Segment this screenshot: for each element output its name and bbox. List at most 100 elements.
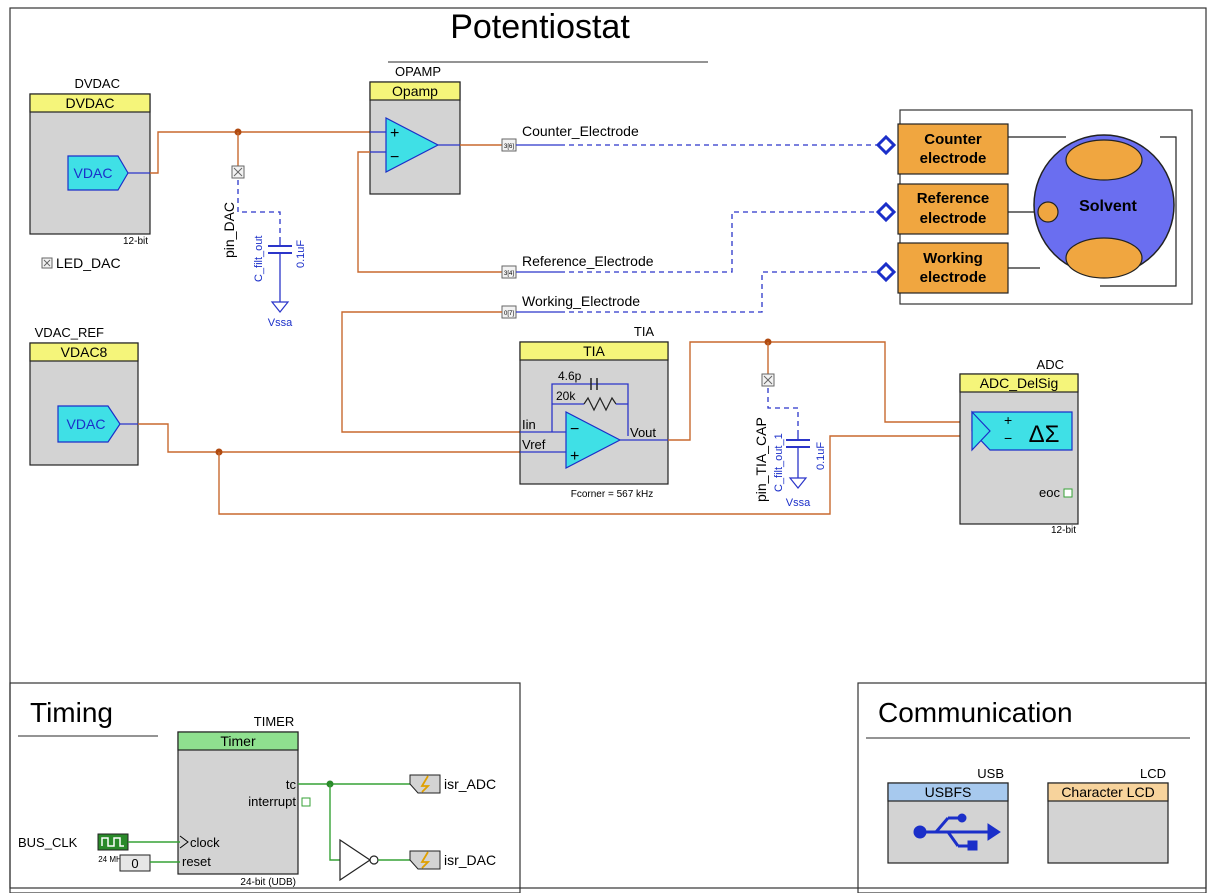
vdac-ref-symbol: [57, 405, 121, 443]
ground-icon: [270, 301, 290, 313]
counter-immersion: [1065, 139, 1143, 181]
reset-constant[interactable]: 0: [119, 854, 151, 872]
timer-header: [177, 731, 299, 751]
bus-clk-label: BUS_CLK: [18, 835, 78, 850]
tia-cap-label: 4.6p: [558, 369, 582, 383]
opamp-header-label: Opamp: [392, 83, 438, 99]
vdac-ref-instance-name: VDAC_REF: [35, 325, 104, 340]
dvdac-instance-name: DVDAC: [74, 76, 120, 91]
counter-electrode-line2: electrode: [920, 150, 987, 167]
character-lcd-component[interactable]: LCD Character LCD: [1047, 766, 1169, 864]
dvdac-to-opamp-wire: [150, 131, 370, 174]
communication-section-frame: [857, 682, 1207, 893]
usb-icon: [913, 813, 1001, 851]
dvdac-header: [29, 93, 151, 113]
opamp-component[interactable]: OPAMP Opamp + −: [369, 64, 461, 195]
tia-fcorner: Fcorner = 567 kHz: [571, 489, 654, 500]
isr-adc-component[interactable]: isr_ADC: [409, 774, 496, 794]
vref-to-adc-minus-wire: [218, 435, 960, 515]
lightning-icon: [420, 775, 431, 793]
tia-component[interactable]: TIA TIA 4.6p 20k − + Iin Vref Vout Fcorn…: [519, 324, 669, 500]
schematic-frame: [9, 7, 1207, 889]
adc-delta-sigma-label: ΔΣ: [1029, 421, 1060, 448]
dvdac-vdac-label: VDAC: [74, 165, 113, 181]
timer-interrupt-terminal: [301, 797, 311, 807]
dvdac-vdac-symbol: [67, 155, 129, 191]
isr-dac-component[interactable]: isr_DAC: [409, 850, 496, 870]
tia-header: [519, 341, 669, 361]
working-electrode-pin[interactable]: 0[7]: [501, 305, 517, 319]
counter-terminal-icon[interactable]: [875, 134, 897, 156]
c-filt-out-1-capacitor: C_filt_out_1 0.1uF Vssa: [773, 432, 827, 509]
vdac-ref-component[interactable]: VDAC_REF VDAC8 VDAC: [29, 325, 139, 466]
working-electrode-net-label: Working_Electrode: [522, 293, 640, 309]
isr-dac-label: isr_DAC: [444, 852, 496, 868]
reference-terminal-icon[interactable]: [875, 201, 897, 223]
working-terminal-icon[interactable]: [875, 261, 897, 283]
reset-constant-value: 0: [131, 856, 138, 871]
pin-dac[interactable]: pin_DAC: [221, 165, 245, 258]
working-electrode-box: [897, 242, 1009, 294]
lcd-header: [1047, 782, 1169, 802]
tia-iin-label: Iin: [522, 417, 536, 432]
vssa-label-2: Vssa: [786, 497, 811, 509]
isr-adc-box: [409, 774, 441, 794]
vdac-ref-to-tia-wire: [138, 423, 520, 453]
tc-to-inverter-wire: [329, 784, 340, 861]
dvdac-resolution: 12-bit: [123, 236, 148, 247]
timer-instance-name: TIMER: [254, 714, 294, 729]
tia-body: [519, 341, 669, 485]
adc-component[interactable]: ADC ADC_DelSig + − ΔΣ eoc 12-bit: [959, 357, 1079, 536]
dvdac-component[interactable]: DVDAC DVDAC VDAC 12-bit: [29, 76, 151, 247]
ground-icon-2: [788, 477, 808, 489]
vdac-ref-header-label: VDAC8: [61, 344, 108, 360]
vssa-label-1: Vssa: [268, 317, 293, 329]
adc-instance-name: ADC: [1037, 357, 1064, 372]
timer-clock-label: clock: [190, 835, 220, 850]
working-immersion: [1065, 237, 1143, 279]
opamp-instance-name: OPAMP: [395, 64, 441, 79]
reference-immersion: [1037, 201, 1059, 223]
led-dac-pin[interactable]: LED_DAC: [41, 255, 121, 271]
usbfs-component[interactable]: USB USBFS: [887, 766, 1009, 864]
reference-electrode-box: [897, 183, 1009, 235]
c-filt-out-capacitor: C_filt_out 0.1uF Vssa: [253, 236, 307, 329]
tia-vout-label: Vout: [630, 425, 656, 440]
counter-electrode-box: [897, 123, 1009, 175]
lcd-header-label: Character LCD: [1061, 784, 1154, 800]
adc-header-label: ADC_DelSig: [980, 375, 1059, 391]
timer-reset-label: reset: [182, 854, 211, 869]
dvdac-header-label: DVDAC: [65, 95, 114, 111]
c-filt-out-name: C_filt_out: [253, 236, 265, 282]
led-dac-label: LED_DAC: [56, 255, 121, 271]
svg-text:3[6]: 3[6]: [504, 144, 514, 150]
reference-electrode-line1: Reference: [917, 190, 990, 207]
adc-eoc-terminal: [1063, 488, 1073, 498]
pin-dac-label: pin_DAC: [221, 202, 237, 258]
usb-instance-name: USB: [977, 766, 1004, 781]
reference-electrode-pin[interactable]: 3[4]: [501, 265, 517, 279]
c-filt-out-1-value: 0.1uF: [815, 442, 827, 470]
opamp-header: [369, 81, 461, 101]
tia-vref-label: Vref: [522, 437, 546, 452]
timer-component[interactable]: TIMER Timer tc interrupt clock reset 24-…: [177, 714, 299, 888]
tia-to-adc-wire: [668, 341, 960, 441]
adc-resolution: 12-bit: [1051, 525, 1076, 536]
tia-res-label: 20k: [556, 389, 576, 403]
adc-header: [959, 373, 1079, 393]
counter-electrode-pin[interactable]: 3[6]: [501, 138, 517, 152]
timer-body: [177, 731, 299, 875]
pin-dac-to-cap-wire: [237, 180, 281, 238]
timing-title: Timing: [30, 697, 113, 728]
reset-constant-box: [119, 854, 151, 872]
c-filt-out-1-name: C_filt_out_1: [773, 433, 785, 492]
tia-header-label: TIA: [583, 343, 605, 359]
pin-tia-cap[interactable]: pin_TIA_CAP: [753, 373, 775, 502]
pin-tia-to-cap-wire: [767, 388, 799, 432]
reference-electrode-net-label: Reference_Electrode: [522, 253, 654, 269]
timer-interrupt-label: interrupt: [248, 794, 296, 809]
clock-input-icon: [179, 835, 189, 849]
bus-clk-source[interactable]: BUS_CLK 24 MHz: [18, 833, 129, 864]
tia-triangle: [565, 411, 622, 469]
